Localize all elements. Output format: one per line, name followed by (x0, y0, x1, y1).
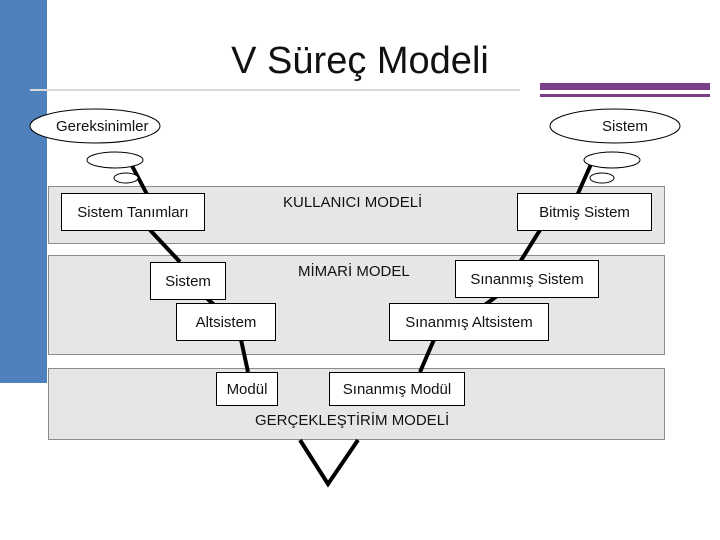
title-underline (30, 89, 520, 91)
architecture-model-label: MİMARİ MODEL (298, 263, 410, 280)
system-bubble-1 (583, 151, 641, 169)
page-title: V Süreç Modeli (231, 40, 489, 82)
v-left-segment-4 (238, 334, 250, 373)
user-model-label: KULLANICI MODELİ (283, 194, 423, 211)
subsystem-box: Altsistem (176, 303, 276, 341)
tested-module-box: Sınanmış Modül (329, 372, 465, 406)
v-right-segment-4 (418, 334, 438, 373)
v-left-segment-2 (148, 228, 182, 264)
accent-bar-thin (540, 94, 710, 97)
tested-subsystem-box: Sınanmış Altsistem (389, 303, 549, 341)
system-ellipse (549, 108, 681, 144)
system-bubble-2 (589, 172, 615, 184)
tested-system-box: Sınanmış Sistem (455, 260, 599, 298)
module-box: Modül (216, 372, 278, 406)
requirements-bubble-2 (113, 172, 139, 184)
system-label: Sistem (602, 118, 648, 135)
implementation-model-label: GERÇEKLEŞTİRİM MODELİ (255, 412, 450, 429)
side-accent-bar (0, 0, 47, 383)
v-bottom (298, 438, 360, 488)
system-architecture-box: Sistem (150, 262, 226, 300)
system-definitions-box: Sistem Tanımları (61, 193, 205, 231)
requirements-ellipse (29, 108, 161, 144)
requirements-bubble-1 (86, 151, 144, 169)
finished-system-box: Bitmiş Sistem (517, 193, 652, 231)
requirements-label: Gereksinimler (56, 118, 149, 135)
accent-bar (540, 83, 710, 90)
v-right-segment-1 (574, 161, 594, 199)
v-right-segment-2 (518, 228, 542, 264)
